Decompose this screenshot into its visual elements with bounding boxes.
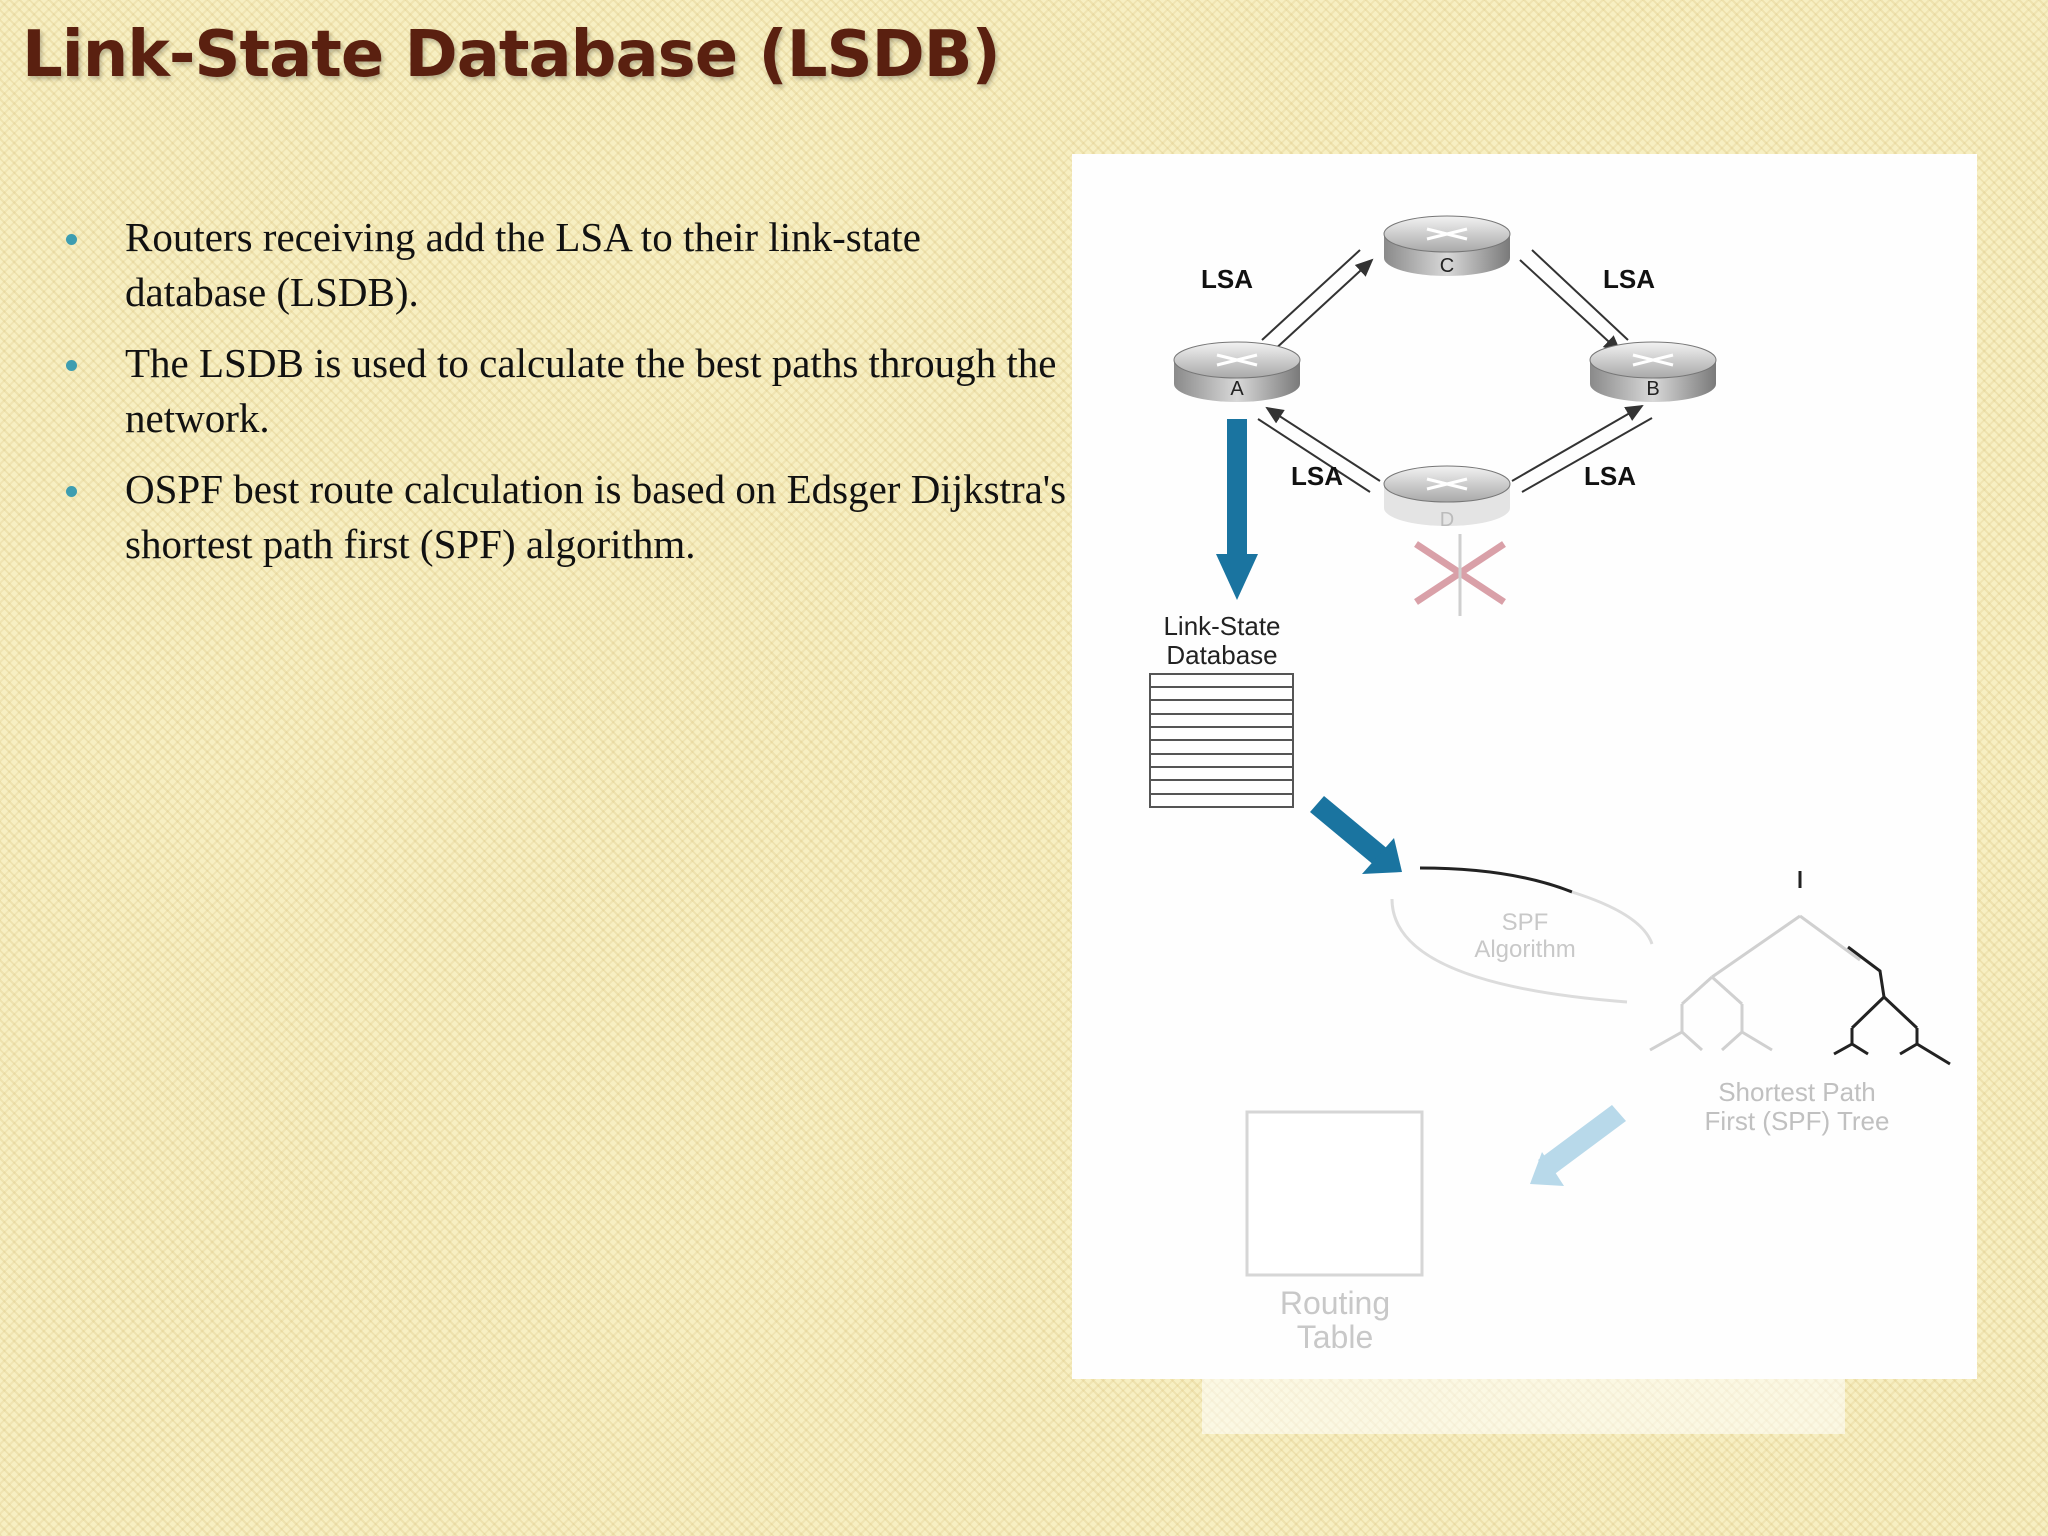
arrow-to-lsdb-icon bbox=[1216, 419, 1258, 600]
spt-label-line1: Shortest Path bbox=[1718, 1077, 1876, 1107]
bullet-dot bbox=[66, 486, 77, 497]
lsdb-label-line2: Database bbox=[1166, 640, 1277, 670]
router-links bbox=[1257, 249, 1653, 493]
lsdb-table-icon bbox=[1149, 673, 1294, 808]
lsa-label-cb: LSA bbox=[1603, 264, 1655, 294]
routing-label-line2: Table bbox=[1297, 1319, 1374, 1355]
router-a-icon: A bbox=[1173, 341, 1301, 402]
routing-table-icon bbox=[1245, 1110, 1424, 1277]
router-d-label: D bbox=[1440, 509, 1454, 531]
bullet-text: Routers receiving add the LSA to their l… bbox=[125, 214, 921, 315]
bullet-text: The LSDB is used to calculate the best p… bbox=[125, 340, 1057, 441]
router-d-icon: D bbox=[1383, 465, 1511, 531]
router-b-icon: B bbox=[1589, 341, 1717, 402]
spt-label-line2: First (SPF) Tree bbox=[1705, 1106, 1890, 1136]
ospf-diagram-panel: C A B D LSA LSA bbox=[1072, 154, 1977, 1379]
lsdb-label-line1: Link-State bbox=[1163, 611, 1280, 641]
spf-tree-icon bbox=[1649, 871, 1951, 1066]
spf-label-line1: SPF bbox=[1502, 909, 1549, 936]
arrow-to-spf-icon bbox=[1310, 796, 1402, 874]
lsa-label-da: LSA bbox=[1291, 461, 1343, 491]
router-c-label: C bbox=[1440, 255, 1454, 277]
bullet-dot bbox=[66, 360, 77, 371]
router-b-label: B bbox=[1646, 378, 1659, 400]
spf-algorithm-icon bbox=[1390, 866, 1654, 1004]
link-failure-icon bbox=[1414, 534, 1506, 616]
bullet-item: Routers receiving add the LSA to their l… bbox=[60, 210, 1070, 320]
bullet-item: OSPF best route calculation is based on … bbox=[60, 462, 1070, 572]
lsa-label-ac: LSA bbox=[1201, 264, 1253, 294]
spf-label-line2: Algorithm bbox=[1474, 936, 1575, 963]
slide-title: Link-State Database (LSDB) bbox=[22, 18, 1001, 92]
bullet-list: Routers receiving add the LSA to their l… bbox=[60, 210, 1070, 588]
bullet-dot bbox=[66, 234, 77, 245]
figure-shadow bbox=[1202, 1379, 1845, 1434]
ospf-diagram: C A B D LSA LSA bbox=[1149, 215, 1951, 1355]
bullet-text: OSPF best route calculation is based on … bbox=[125, 466, 1067, 567]
bullet-item: The LSDB is used to calculate the best p… bbox=[60, 336, 1070, 446]
router-a-label: A bbox=[1230, 378, 1244, 400]
arrow-to-routing-table-icon bbox=[1530, 1105, 1626, 1186]
router-c-icon: C bbox=[1383, 215, 1511, 277]
routing-label-line1: Routing bbox=[1280, 1285, 1390, 1321]
lsa-label-db: LSA bbox=[1584, 461, 1636, 491]
